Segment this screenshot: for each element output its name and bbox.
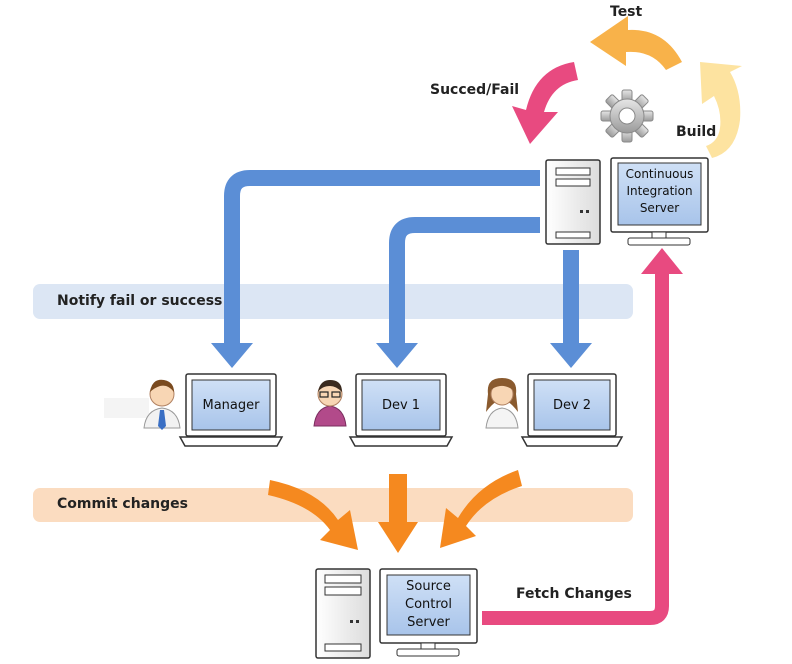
source-server-label: Source Control Server — [387, 578, 470, 632]
notify-band — [33, 284, 633, 319]
ci-server-monitor-icon — [610, 157, 709, 246]
ci-server-label: Continuous Integration Server — [618, 166, 701, 217]
notify-arrowhead-manager — [211, 343, 253, 368]
fetch-label: Fetch Changes — [516, 586, 632, 602]
dev1-laptop-label: Dev 1 — [381, 398, 421, 413]
manager-avatar-icon — [104, 379, 181, 430]
commit-arrow-center-head — [378, 522, 418, 553]
succeed-fail-label: Succed/Fail — [430, 82, 520, 98]
test-label: Test — [610, 4, 643, 20]
manager-laptop-label: Manager — [202, 398, 260, 413]
ci-server-tower-icon — [545, 159, 601, 245]
dev1-avatar-icon — [313, 380, 347, 427]
fetch-arrowhead — [641, 248, 683, 274]
dev2-laptop-icon — [520, 373, 624, 447]
notify-arrowhead-dev1 — [376, 343, 418, 368]
notify-band-label: Notify fail or success — [57, 293, 223, 309]
source-server-monitor-icon — [379, 568, 478, 657]
source-server-tower-icon — [315, 568, 371, 659]
build-arrow — [700, 62, 742, 158]
commit-arrow-right — [440, 470, 522, 548]
notify-arrowhead-dev2 — [550, 343, 592, 368]
source-server-line-3: Server — [407, 615, 450, 630]
commit-arrow-center-shaft — [389, 474, 407, 524]
source-server-line-1: Source — [406, 579, 451, 594]
notify-arrow-dev2 — [563, 250, 579, 345]
ci-server-line-1: Continuous — [625, 167, 694, 181]
notify-arrow-manager — [224, 170, 540, 345]
dev1-laptop-icon — [348, 373, 454, 447]
gear-icon — [600, 89, 654, 143]
ci-server-line-2: Integration — [626, 184, 693, 198]
commit-arrow-left — [268, 480, 358, 550]
test-arrow — [590, 16, 682, 70]
fetch-arrow — [482, 272, 669, 625]
dev2-laptop-label: Dev 2 — [552, 398, 592, 413]
ci-server-line-3: Server — [639, 201, 680, 215]
build-label: Build — [676, 124, 717, 140]
dev2-avatar-icon — [485, 378, 519, 429]
manager-laptop-icon — [178, 373, 284, 447]
source-server-line-2: Control — [405, 597, 452, 612]
notify-arrow-dev1 — [389, 217, 540, 345]
commit-band-label: Commit changes — [57, 496, 188, 512]
succeed-fail-arrow — [512, 62, 578, 144]
